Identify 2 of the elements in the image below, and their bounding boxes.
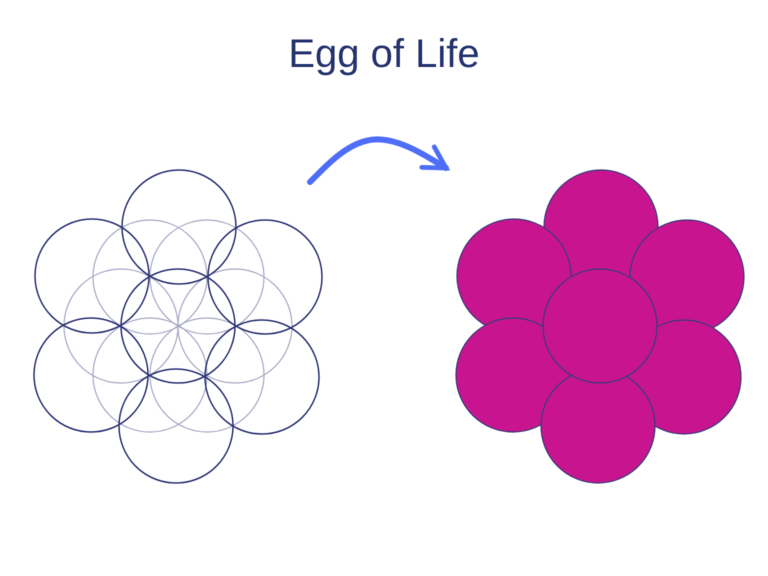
title: Egg of Life xyxy=(287,32,481,77)
curved-arrow xyxy=(307,136,449,185)
